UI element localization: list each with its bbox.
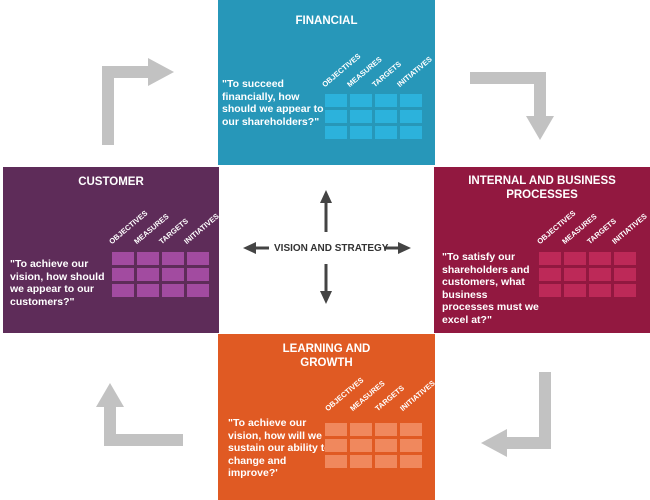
center-arrows bbox=[243, 190, 411, 304]
grid-cell bbox=[137, 284, 159, 297]
customer-title: CUSTOMER bbox=[78, 176, 144, 188]
grid-cell bbox=[589, 252, 611, 265]
flow-arrow-top-right-head bbox=[526, 116, 554, 140]
internal-processes-panel: INTERNAL AND BUSINESS PROCESSES "To sati… bbox=[434, 167, 650, 333]
financial-grid bbox=[325, 94, 422, 139]
internal-colhead-initiatives: INITIATIVES bbox=[610, 211, 649, 246]
learning-growth-panel: LEARNING AND GROWTH "To achieve our visi… bbox=[218, 334, 437, 500]
grid-cell bbox=[112, 252, 134, 265]
learning-growth-title: LEARNING AND GROWTH bbox=[282, 343, 371, 369]
center-arrow-right-head bbox=[398, 242, 411, 254]
grid-cell bbox=[589, 284, 611, 297]
vision-strategy-panel: VISION AND STRATEGY bbox=[219, 166, 434, 334]
grid-cell bbox=[375, 94, 397, 107]
customer-panel: CUSTOMER "To achieve our vision, how sho… bbox=[3, 167, 221, 333]
grid-cell bbox=[325, 110, 347, 123]
flow-arrow-top-right bbox=[470, 72, 546, 118]
center-arrow-left-head bbox=[243, 242, 256, 254]
grid-cell bbox=[162, 284, 184, 297]
grid-cell bbox=[400, 94, 422, 107]
center-arrow-down-head bbox=[320, 291, 332, 304]
grid-cell bbox=[400, 126, 422, 139]
grid-cell bbox=[350, 126, 372, 139]
grid-cell bbox=[564, 252, 586, 265]
grid-cell bbox=[564, 284, 586, 297]
flow-arrow-bottom-left bbox=[104, 405, 183, 446]
grid-cell bbox=[564, 268, 586, 281]
grid-cell bbox=[325, 439, 347, 452]
customer-colhead-initiatives: INITIATIVES bbox=[182, 211, 221, 246]
flow-arrow-top-left bbox=[102, 66, 150, 145]
grid-cell bbox=[137, 268, 159, 281]
grid-cell bbox=[162, 268, 184, 281]
financial-title: FINANCIAL bbox=[295, 15, 358, 27]
financial-question: "To succeed financially, how should we a… bbox=[222, 78, 324, 128]
grid-cell bbox=[375, 423, 397, 436]
grid-cell bbox=[614, 284, 636, 297]
learning-colhead-initiatives: INITIATIVES bbox=[398, 378, 437, 413]
grid-cell bbox=[614, 268, 636, 281]
grid-cell bbox=[375, 455, 397, 468]
grid-cell bbox=[187, 284, 209, 297]
grid-cell bbox=[350, 439, 372, 452]
grid-cell bbox=[325, 455, 347, 468]
grid-cell bbox=[162, 252, 184, 265]
grid-cell bbox=[539, 252, 561, 265]
grid-cell bbox=[137, 252, 159, 265]
grid-cell bbox=[375, 439, 397, 452]
financial-colhead-initiatives: INITIATIVES bbox=[395, 54, 434, 89]
grid-cell bbox=[325, 423, 347, 436]
grid-cell bbox=[350, 110, 372, 123]
grid-cell bbox=[350, 94, 372, 107]
internal-grid bbox=[539, 252, 636, 297]
grid-cell bbox=[325, 126, 347, 139]
grid-cell bbox=[112, 284, 134, 297]
customer-grid bbox=[112, 252, 209, 297]
financial-panel: FINANCIAL "To succeed financially, how s… bbox=[218, 0, 435, 165]
grid-cell bbox=[589, 268, 611, 281]
grid-cell bbox=[400, 423, 422, 436]
grid-cell bbox=[400, 110, 422, 123]
flow-arrow-bottom-right-head bbox=[481, 429, 507, 457]
flow-arrow-bottom-right bbox=[505, 372, 551, 449]
grid-cell bbox=[112, 268, 134, 281]
grid-cell bbox=[375, 126, 397, 139]
grid-cell bbox=[614, 252, 636, 265]
grid-cell bbox=[375, 110, 397, 123]
grid-cell bbox=[539, 284, 561, 297]
flow-arrow-bottom-left-head bbox=[96, 383, 124, 407]
learning-growth-question: "To achieve our vision, how will we sust… bbox=[228, 417, 331, 479]
flow-arrow-top-left-head bbox=[148, 58, 174, 86]
customer-question: "To achieve our vision, how should we ap… bbox=[10, 258, 105, 308]
internal-processes-title: INTERNAL AND BUSINESS PROCESSES bbox=[468, 175, 616, 201]
grid-cell bbox=[400, 439, 422, 452]
grid-cell bbox=[187, 268, 209, 281]
grid-cell bbox=[187, 252, 209, 265]
vision-strategy-label: VISION AND STRATEGY bbox=[274, 243, 389, 254]
learning-grid bbox=[325, 423, 422, 468]
grid-cell bbox=[400, 455, 422, 468]
grid-cell bbox=[539, 268, 561, 281]
grid-cell bbox=[325, 94, 347, 107]
center-arrow-up-head bbox=[320, 190, 332, 203]
grid-cell bbox=[350, 455, 372, 468]
grid-cell bbox=[350, 423, 372, 436]
internal-processes-question: "To satisfy our shareholders and custome… bbox=[442, 251, 539, 326]
